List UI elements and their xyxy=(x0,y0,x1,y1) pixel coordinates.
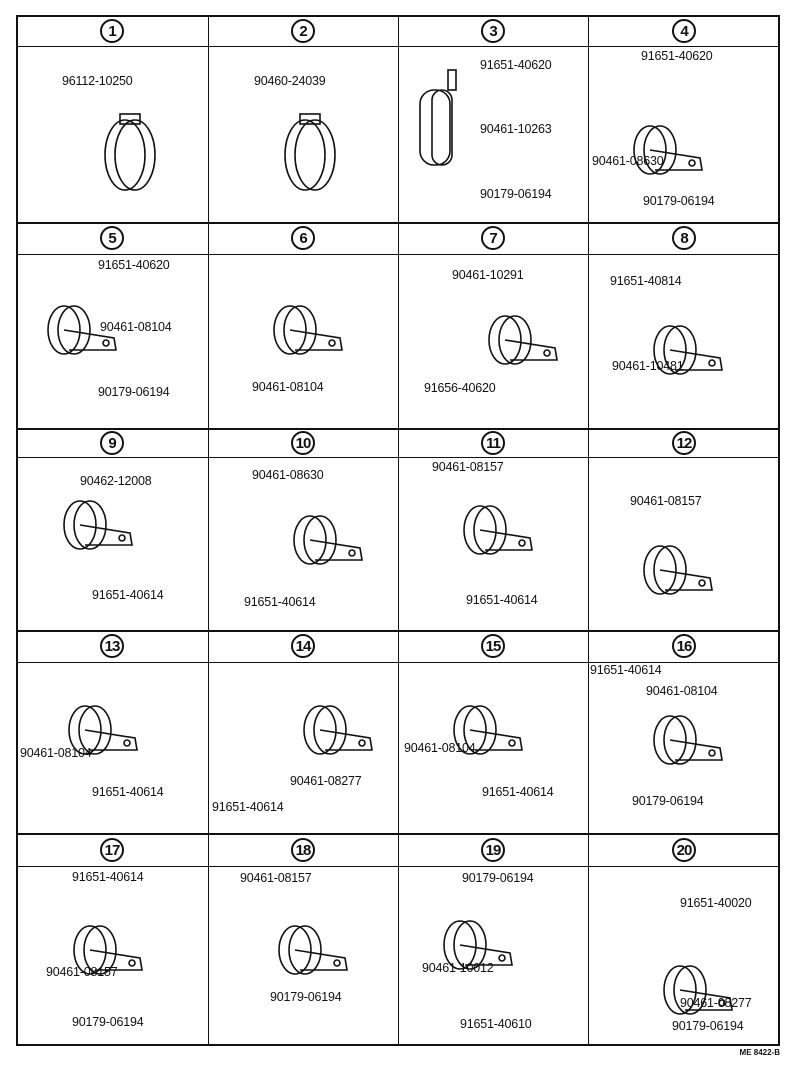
part-number-label: 90461-08630 xyxy=(592,154,664,168)
column-divider xyxy=(588,15,589,1046)
clamp-drawing-icon xyxy=(63,500,133,550)
row-divider xyxy=(16,254,780,255)
clamp-drawing-icon xyxy=(68,705,138,755)
part-number-label: 90461-08104 xyxy=(20,746,92,760)
row-divider xyxy=(16,866,780,867)
clamp-drawing-icon xyxy=(643,545,713,595)
item-number-badge: 19 xyxy=(481,837,505,862)
item-number-badge: 1 xyxy=(100,18,124,43)
part-number-label: 90461-08277 xyxy=(680,996,752,1010)
clamp-drawing-icon xyxy=(653,325,723,375)
part-number-label: 90179-06194 xyxy=(672,1019,744,1033)
column-divider xyxy=(208,15,209,1046)
clamp-drawing-icon xyxy=(284,113,336,191)
item-number-badge: 20 xyxy=(672,837,696,862)
clamp-drawing-icon xyxy=(488,315,558,365)
clamp-drawing-icon xyxy=(273,305,343,355)
clamp-drawing-icon xyxy=(104,113,156,191)
part-number-label: 91651-40614 xyxy=(244,595,316,609)
clamp-drawing-icon xyxy=(633,125,703,175)
item-number-badge: 4 xyxy=(672,18,696,43)
clamp-drawing-icon xyxy=(463,505,533,555)
part-number-label: 91651-40614 xyxy=(482,785,554,799)
item-number-badge: 2 xyxy=(291,18,315,43)
row-divider xyxy=(16,428,780,430)
item-number-badge: 3 xyxy=(481,18,505,43)
part-number-label: 90179-06194 xyxy=(643,194,715,208)
part-number-label: 91651-40614 xyxy=(72,870,144,884)
row-divider xyxy=(16,457,780,458)
clamp-drawing-icon xyxy=(47,305,117,355)
clamp-drawing-icon xyxy=(453,705,523,755)
part-number-label: 91651-40614 xyxy=(590,663,662,677)
part-number-label: 91651-40620 xyxy=(641,49,713,63)
part-number-label: 91651-40614 xyxy=(92,588,164,602)
part-number-label: 90461-08157 xyxy=(240,871,312,885)
column-divider xyxy=(398,15,399,1046)
part-number-label: 90179-06194 xyxy=(270,990,342,1004)
item-number-badge: 17 xyxy=(100,837,124,862)
part-number-label: 90179-06194 xyxy=(72,1015,144,1029)
clamp-drawing-icon xyxy=(303,705,373,755)
item-number-badge: 12 xyxy=(672,430,696,455)
clamp-drawing-icon xyxy=(653,715,723,765)
item-number-badge: 5 xyxy=(100,226,124,250)
part-number-label: 90461-08104 xyxy=(252,380,324,394)
clamp-drawing-icon xyxy=(443,920,513,970)
row-divider xyxy=(16,662,780,663)
row-divider xyxy=(16,222,780,224)
part-number-label: 90461-08104 xyxy=(646,684,718,698)
part-number-label: 90461-08157 xyxy=(630,494,702,508)
part-number-label: 90179-06194 xyxy=(462,871,534,885)
part-number-label: 90461-08630 xyxy=(252,468,324,482)
item-number-badge: 18 xyxy=(291,837,315,862)
row-divider xyxy=(16,833,780,835)
row-divider xyxy=(16,46,780,47)
part-number-label: 90179-06194 xyxy=(632,794,704,808)
item-number-badge: 13 xyxy=(100,634,124,658)
item-number-badge: 6 xyxy=(291,226,315,250)
item-number-badge: 14 xyxy=(291,634,315,658)
clamp-drawing-icon xyxy=(293,515,363,565)
part-number-label: 90461-10263 xyxy=(480,122,552,136)
clamp-drawing-icon xyxy=(278,925,348,975)
item-number-badge: 15 xyxy=(481,634,505,658)
part-number-label: 90460-24039 xyxy=(254,74,326,88)
item-number-badge: 16 xyxy=(672,634,696,658)
item-number-badge: 9 xyxy=(100,430,124,455)
part-number-label: 90461-08104 xyxy=(100,320,172,334)
part-number-label: 91651-40614 xyxy=(92,785,164,799)
part-number-label: 90461-10291 xyxy=(452,268,524,282)
part-number-label: 91651-40620 xyxy=(98,258,170,272)
part-number-label: 91651-40814 xyxy=(610,274,682,288)
part-number-label: 96112-10250 xyxy=(62,74,133,88)
item-number-badge: 11 xyxy=(481,430,505,455)
clamp-drawing-icon xyxy=(419,69,457,166)
part-number-label: 91651-40614 xyxy=(212,800,284,814)
part-number-label: 90461-08277 xyxy=(290,774,362,788)
row-divider xyxy=(16,630,780,632)
part-number-label: 91656-40620 xyxy=(424,381,496,395)
part-number-label: 90461-08157 xyxy=(432,460,504,474)
part-number-label: 91651-40614 xyxy=(466,593,538,607)
part-number-label: 91651-40020 xyxy=(680,896,752,910)
clamp-drawing-icon xyxy=(663,965,733,1015)
drawing-code: ME 8422-B xyxy=(739,1048,780,1057)
item-number-badge: 8 xyxy=(672,226,696,250)
item-number-badge: 7 xyxy=(481,226,505,250)
clamp-drawing-icon xyxy=(73,925,143,975)
part-number-label: 91651-40610 xyxy=(460,1017,532,1031)
part-number-label: 90179-06194 xyxy=(480,187,552,201)
part-number-label: 91651-40620 xyxy=(480,58,552,72)
part-number-label: 90462-12008 xyxy=(80,474,152,488)
part-number-label: 90179-06194 xyxy=(98,385,170,399)
item-number-badge: 10 xyxy=(291,430,315,455)
